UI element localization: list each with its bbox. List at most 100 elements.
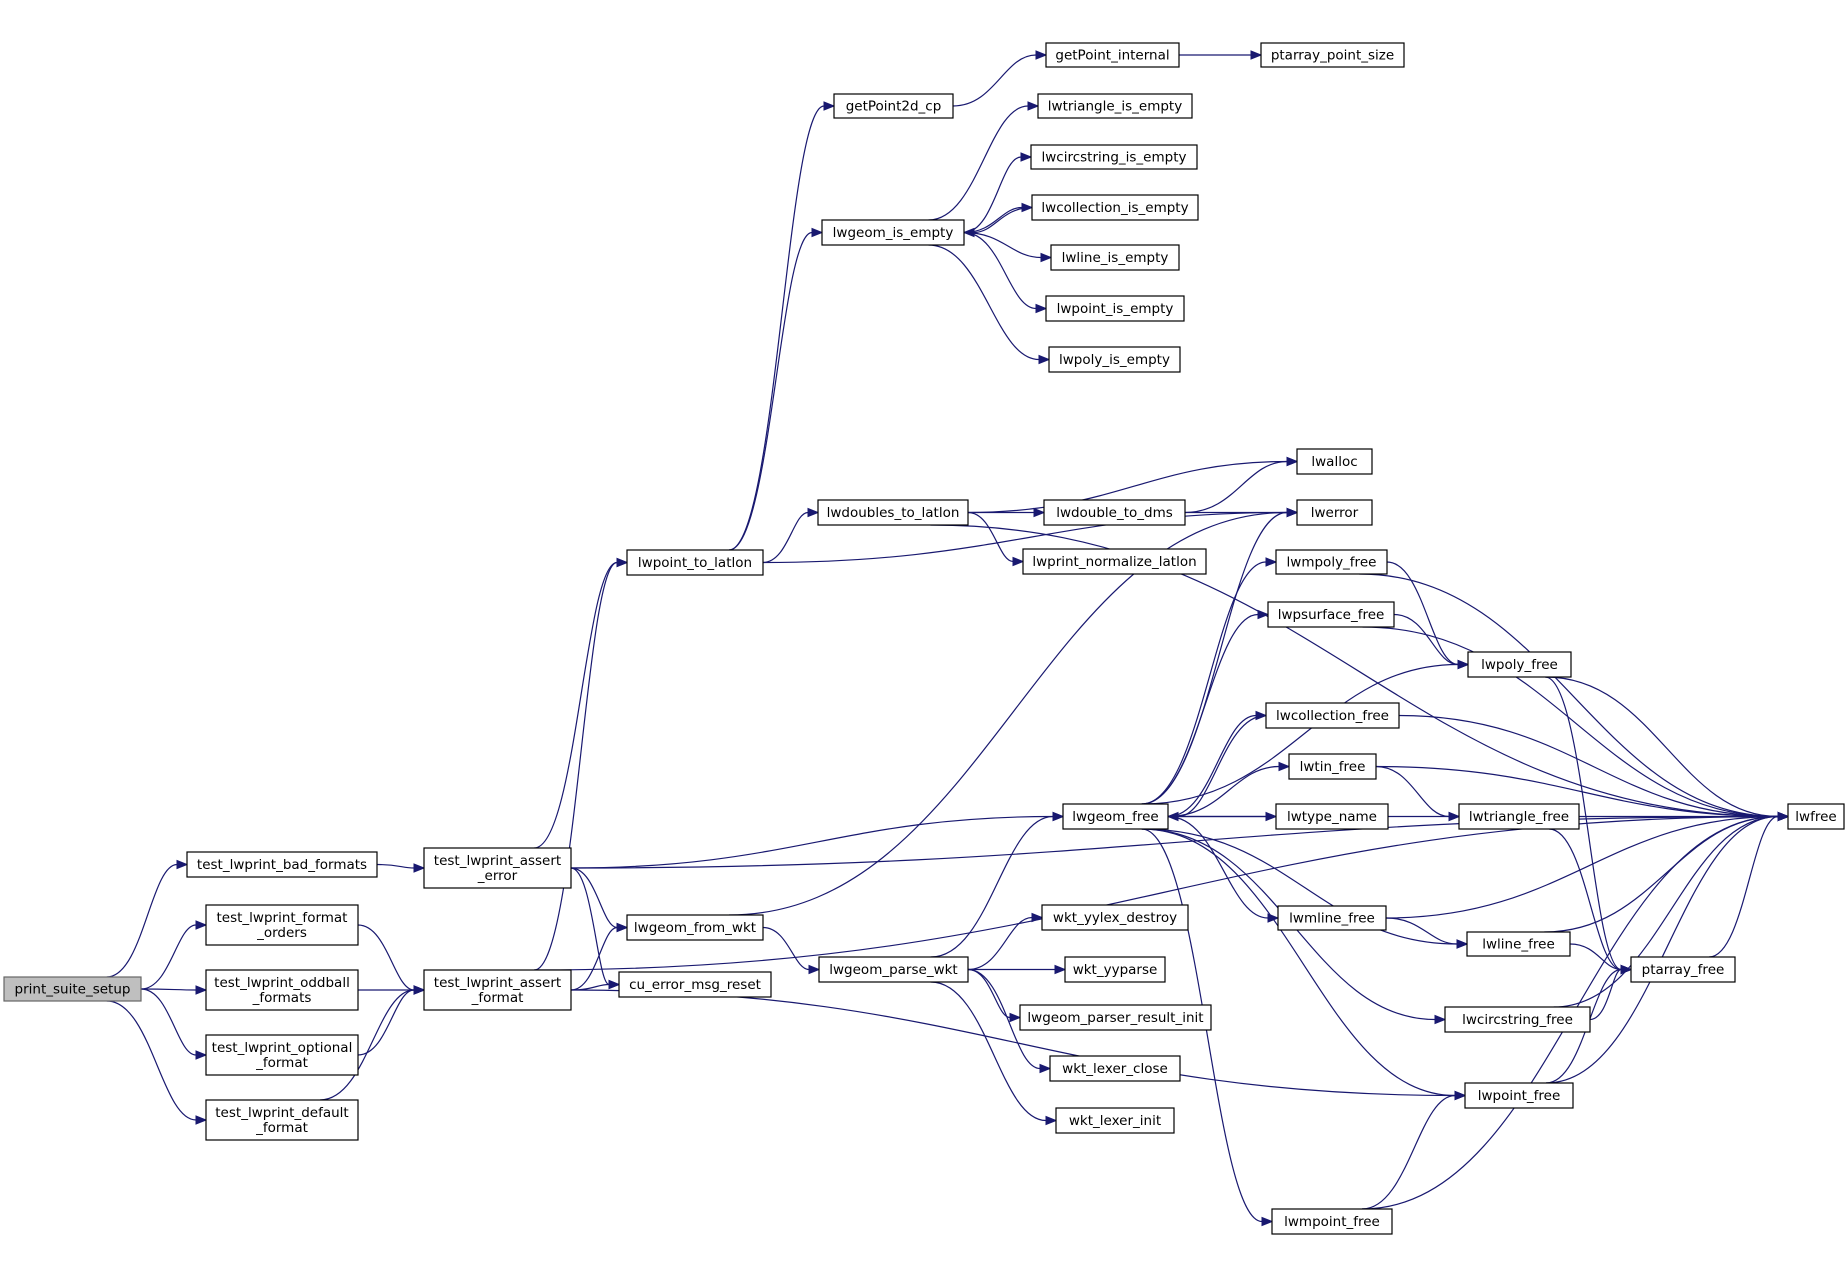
edge-line bbox=[1375, 765, 1779, 818]
node-wkt-lexer-close[interactable]: wkt_lexer_close bbox=[1049, 1055, 1181, 1082]
edge-test-lwprint-optional-format-to-test-lwprint-assert-format bbox=[357, 985, 426, 1056]
node-box bbox=[1464, 1082, 1574, 1109]
node-lwmpoly-free[interactable]: lwmpoly_free bbox=[1275, 549, 1388, 575]
node-test-lwprint-format-orders[interactable]: test_lwprint_format_orders bbox=[205, 904, 359, 946]
node-ptarray-point-size[interactable]: ptarray_point_size bbox=[1260, 42, 1405, 68]
node-wkt-yylex-destroy[interactable]: wkt_yylex_destroy bbox=[1041, 904, 1189, 931]
node-lwalloc[interactable]: lwalloc bbox=[1296, 448, 1373, 475]
node-lwcollection-is-empty[interactable]: lwcollection_is_empty bbox=[1031, 194, 1199, 221]
node-box bbox=[1275, 549, 1388, 575]
edge-line bbox=[106, 1000, 197, 1121]
node-lwcircstring-is-empty[interactable]: lwcircstring_is_empty bbox=[1030, 144, 1198, 170]
node-lwline-free[interactable]: lwline_free bbox=[1466, 931, 1571, 957]
node-box bbox=[1037, 93, 1193, 119]
node-label: test_lwprint_bad_formats bbox=[197, 857, 367, 873]
edge-line bbox=[106, 863, 178, 978]
node-lwmpoint-free[interactable]: lwmpoint_free bbox=[1271, 1208, 1393, 1235]
edge-line bbox=[1167, 765, 1280, 818]
arrowhead bbox=[1054, 964, 1067, 975]
arrowhead bbox=[1286, 456, 1299, 467]
node-lwerror[interactable]: lwerror bbox=[1296, 499, 1373, 526]
edge-line bbox=[963, 156, 1022, 234]
edge-line bbox=[963, 231, 1042, 259]
node-box bbox=[1064, 956, 1166, 983]
arrowhead bbox=[616, 557, 629, 568]
node-test-lwprint-optional-format[interactable]: test_lwprint_optional_format bbox=[205, 1034, 359, 1076]
node-box bbox=[205, 904, 359, 946]
edge-line bbox=[570, 867, 610, 986]
node-label: lwtriangle_free bbox=[1469, 809, 1569, 825]
node-getPoint2d-cp[interactable]: getPoint2d_cp bbox=[833, 93, 954, 119]
arrowhead bbox=[1040, 252, 1053, 263]
node-box bbox=[626, 549, 764, 576]
edge-lwcollection-is-empty-to-lwgeom-is-empty bbox=[962, 206, 1033, 238]
node-box bbox=[1019, 1004, 1212, 1031]
node-lwdoubles-to-latlon[interactable]: lwdoubles_to_latlon bbox=[817, 499, 969, 526]
node-box bbox=[1062, 803, 1169, 830]
node-lwpoint-free[interactable]: lwpoint_free bbox=[1464, 1082, 1574, 1109]
arrowhead bbox=[1020, 152, 1033, 162]
node-label: ptarray_point_size bbox=[1271, 48, 1394, 64]
node-lwprint-normalize-latlon[interactable]: lwprint_normalize_latlon bbox=[1022, 548, 1207, 575]
node-lwcollection-free[interactable]: lwcollection_free bbox=[1265, 702, 1400, 729]
node-lwpoly-free[interactable]: lwpoly_free bbox=[1467, 651, 1572, 678]
node-wkt-yyparse[interactable]: wkt_yyparse bbox=[1064, 956, 1166, 983]
node-label: test_lwprint_format bbox=[217, 910, 348, 926]
edge-line bbox=[728, 231, 813, 551]
node-label: lwprint_normalize_latlon bbox=[1032, 554, 1196, 570]
node-test-lwprint-bad-formats[interactable]: test_lwprint_bad_formats bbox=[186, 851, 378, 878]
node-lwgeom-parser-result-init[interactable]: lwgeom_parser_result_init bbox=[1019, 1004, 1212, 1031]
node-lwline-is-empty[interactable]: lwline_is_empty bbox=[1050, 244, 1180, 271]
arrowhead bbox=[1265, 557, 1278, 567]
node-print-suite-setup[interactable]: print_suite_setup bbox=[3, 976, 142, 1002]
node-test-lwprint-default-format[interactable]: test_lwprint_default_format bbox=[205, 1099, 359, 1141]
node-lwdouble-to-dms[interactable]: lwdouble_to_dms bbox=[1043, 499, 1186, 526]
node-lwpoly-is-empty[interactable]: lwpoly_is_empty bbox=[1048, 346, 1181, 373]
node-lwfree[interactable]: lwfree bbox=[1787, 803, 1845, 830]
edge-line bbox=[1545, 676, 1622, 971]
edge-lwgeom-free-to-lwpoint-free bbox=[1141, 828, 1467, 1101]
node-test-lwprint-oddball-formats[interactable]: test_lwprint_oddball_formats bbox=[205, 969, 359, 1011]
arrowhead bbox=[608, 979, 621, 990]
edge-test-lwprint-assert-format-to-lwpoint-to-latlon bbox=[534, 557, 629, 971]
node-lwpsurface-free[interactable]: lwpsurface_free bbox=[1267, 601, 1395, 628]
node-label: lwcollection_free bbox=[1276, 708, 1389, 724]
node-lwmline-free[interactable]: lwmline_free bbox=[1277, 905, 1387, 931]
edge-getPoint2d-cp-to-getPoint-internal bbox=[952, 50, 1048, 107]
node-lwtriangle-free[interactable]: lwtriangle_free bbox=[1458, 803, 1580, 830]
edge-line bbox=[928, 105, 1029, 221]
node-box bbox=[1288, 753, 1377, 780]
node-test-lwprint-assert-error[interactable]: test_lwprint_assert_error bbox=[423, 847, 572, 889]
node-cu-error-msg-reset[interactable]: cu_error_msg_reset bbox=[618, 971, 772, 998]
arrowhead bbox=[195, 985, 208, 995]
node-lwtype-name[interactable]: lwtype_name bbox=[1275, 803, 1389, 830]
node-lwgeom-free[interactable]: lwgeom_free bbox=[1062, 803, 1169, 830]
arrowhead bbox=[1027, 101, 1040, 111]
node-lwpoint-is-empty[interactable]: lwpoint_is_empty bbox=[1045, 295, 1185, 322]
arrowhead bbox=[1035, 50, 1048, 60]
node-lwgeom-from-wkt[interactable]: lwgeom_from_wkt bbox=[626, 914, 764, 941]
arrowhead bbox=[616, 922, 629, 933]
node-lwgeom-is-empty[interactable]: lwgeom_is_empty bbox=[821, 219, 965, 246]
node-label: lwpoly_free bbox=[1481, 657, 1558, 673]
node-label: lwgeom_parser_result_init bbox=[1027, 1010, 1203, 1026]
node-label: test_lwprint_default bbox=[215, 1105, 348, 1121]
node-getPoint-internal[interactable]: getPoint_internal bbox=[1045, 42, 1180, 68]
node-box bbox=[1031, 194, 1199, 221]
edge-lwgeom-from-wkt-to-lwgeom-parse-wkt bbox=[762, 926, 821, 975]
node-lwtin-free[interactable]: lwtin_free bbox=[1288, 753, 1377, 780]
node-lwgeom-parse-wkt[interactable]: lwgeom_parse_wkt bbox=[818, 956, 969, 983]
node-lwpoint-to-latlon[interactable]: lwpoint_to_latlon bbox=[626, 549, 764, 576]
edge-line bbox=[1708, 815, 1779, 958]
arrowhead bbox=[1031, 912, 1044, 923]
edge-line bbox=[728, 511, 1288, 916]
node-box bbox=[423, 969, 572, 1011]
node-lwcircstring-free[interactable]: lwcircstring_free bbox=[1444, 1006, 1591, 1033]
node-lwtriangle-is-empty[interactable]: lwtriangle_is_empty bbox=[1037, 93, 1193, 119]
node-wkt-lexer-init[interactable]: wkt_lexer_init bbox=[1055, 1107, 1175, 1134]
node-ptarray-free[interactable]: ptarray_free bbox=[1630, 956, 1736, 983]
node-test-lwprint-assert-format[interactable]: test_lwprint_assert_format bbox=[423, 969, 572, 1011]
node-box bbox=[817, 499, 969, 526]
edge-lwgeom-parse-wkt-to-lwgeom-parser-result-init bbox=[967, 968, 1022, 1023]
edge-line bbox=[1385, 917, 1458, 945]
